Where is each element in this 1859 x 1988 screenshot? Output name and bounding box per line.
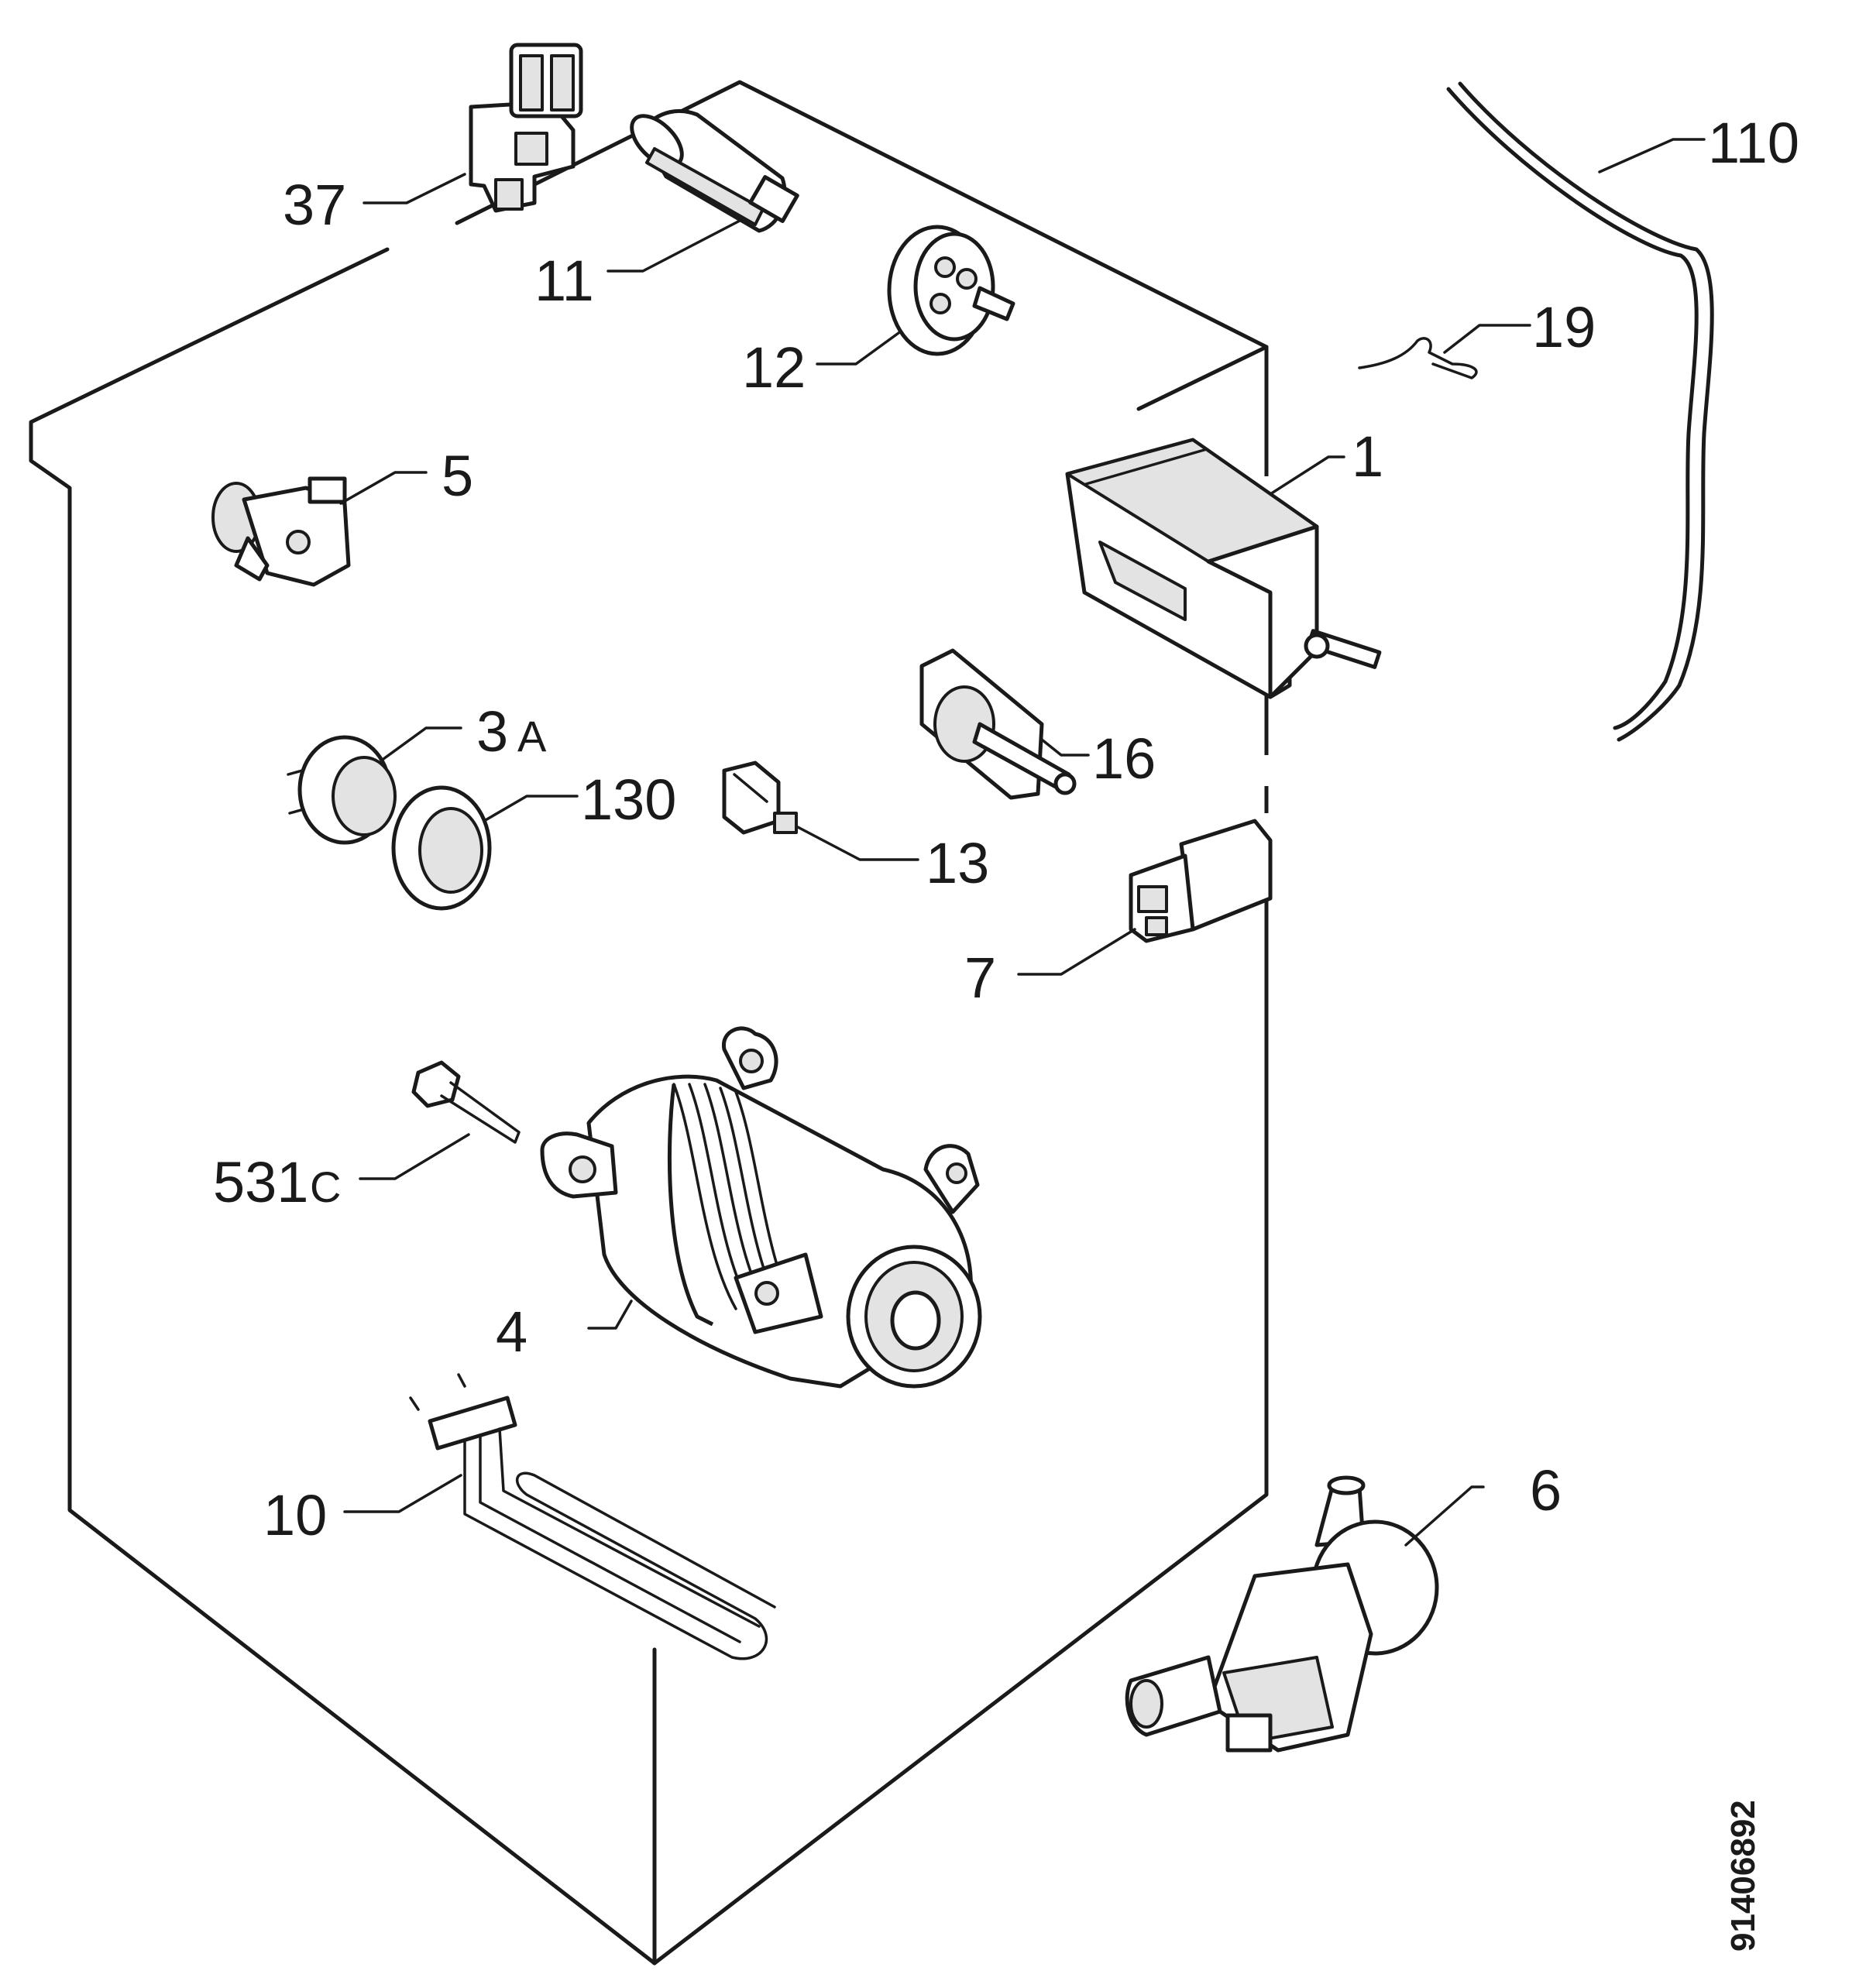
part-110-hose [1446, 81, 1714, 742]
cabinet-outline [29, 80, 1269, 1966]
part-5-valve [211, 476, 351, 587]
part-19-clip [1358, 337, 1478, 379]
label-5: 5 [442, 444, 473, 508]
part-130-gasket [391, 785, 492, 911]
part-labels: 37 11 12 19 110 1 5 3 A 130 16 13 7 531 … [213, 111, 1799, 1547]
label-3-suffix: A [517, 712, 547, 761]
leader-lines [339, 138, 1706, 1547]
part-4-motor [540, 1026, 982, 1389]
leader-531c [359, 1133, 470, 1180]
leader-3 [382, 726, 462, 761]
label-19: 19 [1532, 295, 1596, 359]
part-16-selector-switch [919, 648, 1077, 800]
part-11-capacitor [630, 109, 799, 233]
label-16: 16 [1092, 726, 1156, 791]
leader-4 [587, 1300, 633, 1330]
label-531: 531 [213, 1150, 308, 1214]
part-37-bracket [469, 43, 583, 213]
part-12-pressure-switch [887, 225, 1015, 356]
label-6: 6 [1530, 1458, 1562, 1523]
part-1-timer [1065, 438, 1382, 699]
leader-1 [1269, 455, 1345, 496]
leader-37 [363, 173, 466, 204]
label-1: 1 [1352, 424, 1383, 489]
part-13-connector [722, 761, 798, 835]
leader-11 [606, 219, 741, 273]
label-12: 12 [742, 335, 806, 400]
label-37: 37 [283, 173, 346, 237]
label-11: 11 [534, 249, 594, 313]
leader-7 [1017, 928, 1136, 976]
label-3: 3 [476, 699, 508, 764]
label-10: 10 [263, 1483, 327, 1547]
leader-10 [343, 1474, 462, 1513]
label-13: 13 [926, 831, 989, 895]
leader-110 [1598, 138, 1706, 173]
leader-5 [339, 471, 428, 505]
leader-130 [483, 795, 579, 822]
label-4: 4 [496, 1300, 527, 1364]
part-7-door-lock [1129, 819, 1273, 943]
label-7: 7 [964, 946, 996, 1010]
part-10-heating-element [409, 1373, 776, 1660]
part-6-drain-pump [1125, 1475, 1439, 1753]
part-531c-screw [411, 1060, 521, 1144]
leader-16 [1040, 738, 1090, 757]
leader-19 [1443, 324, 1531, 354]
leader-13 [796, 826, 919, 861]
label-531-suffix: C [310, 1162, 341, 1211]
label-110: 110 [1708, 111, 1799, 175]
label-130: 130 [581, 767, 676, 832]
leader-6 [1404, 1485, 1485, 1547]
leader-12 [816, 331, 900, 366]
part-3-thermostat [287, 735, 397, 845]
document-number: 91406892 [1724, 1800, 1762, 1952]
